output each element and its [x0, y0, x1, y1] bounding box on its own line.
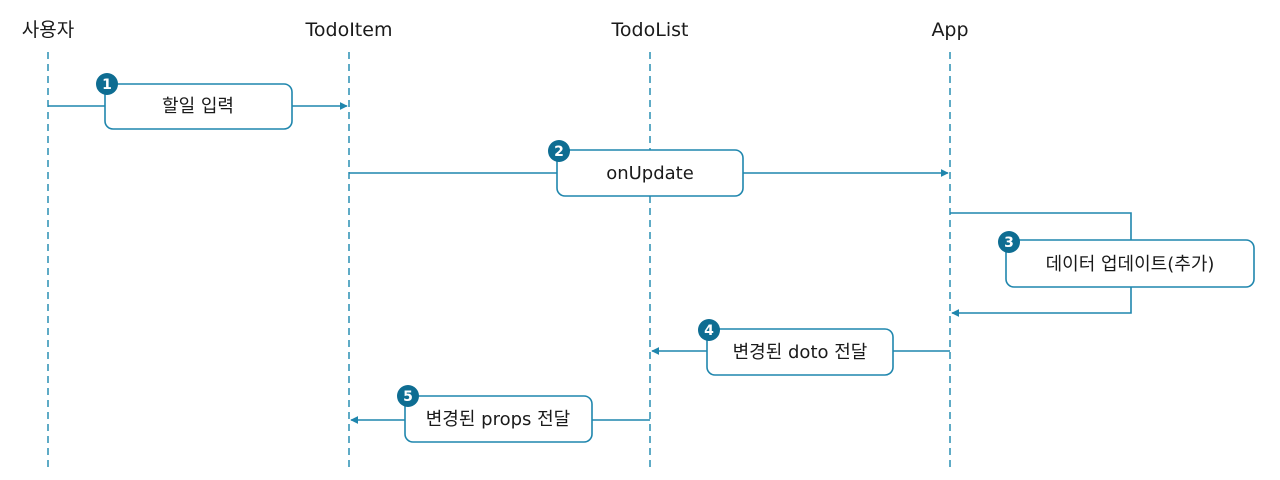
step-4-badge	[698, 319, 720, 341]
actor-label-todoitem: TodoItem	[305, 19, 393, 41]
step-2-badge	[548, 140, 570, 162]
step-1-box	[104, 83, 293, 130]
step-2-box	[556, 149, 744, 197]
step-3-box	[1005, 239, 1255, 288]
actor-label-user: 사용자	[22, 19, 74, 41]
step-5-box	[404, 395, 593, 443]
step-3-loop-bottom	[951, 287, 1132, 317]
step-3: 데이터 업데이트(추가) 3	[950, 212, 1255, 317]
step-4-box	[706, 328, 894, 376]
step-3-number: 3	[1004, 235, 1014, 251]
actor-label-app: App	[931, 19, 968, 41]
step-3-loop-top	[950, 212, 1132, 240]
step-4-number: 4	[704, 323, 714, 339]
step-3-badge	[998, 231, 1020, 253]
step-2: onUpdate 2	[349, 140, 949, 197]
step-5-number: 5	[403, 389, 413, 405]
actor-label-todolist: TodoList	[611, 19, 689, 41]
step-1-number: 1	[102, 77, 112, 93]
step-2-number: 2	[554, 144, 564, 160]
step-1-label: 할일 입력	[162, 96, 234, 117]
step-5-badge	[397, 385, 419, 407]
step-1-badge	[96, 73, 118, 95]
step-5: 변경된 props 전달 5	[350, 385, 650, 443]
step-3-label: 데이터 업데이트(추가)	[1046, 254, 1215, 275]
step-1: 할일 입력 1	[48, 73, 348, 130]
step-4: 변경된 doto 전달 4	[651, 319, 950, 376]
step-4-label: 변경된 doto 전달	[733, 342, 868, 363]
step-5-label: 변경된 props 전달	[426, 409, 571, 430]
step-2-label: onUpdate	[606, 163, 694, 184]
